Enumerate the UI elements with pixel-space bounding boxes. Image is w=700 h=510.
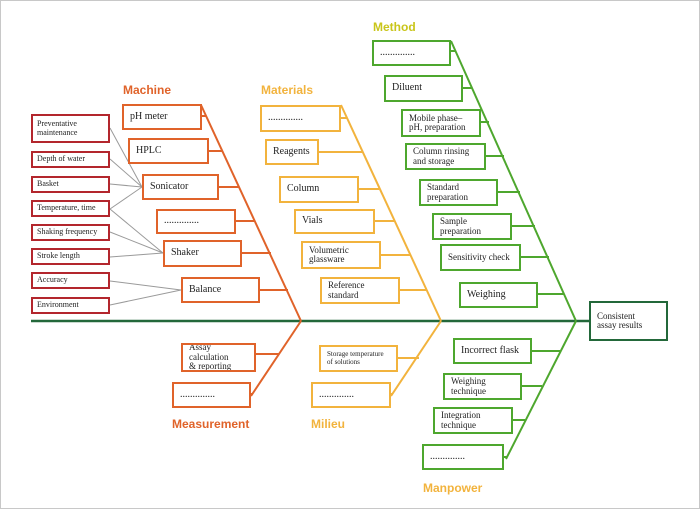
subcause-accuracy: Accuracy <box>31 272 110 289</box>
manpower-item-placeholder: .............. <box>422 444 504 470</box>
materials-bone <box>340 104 442 322</box>
subcause-temperature-time: Temperature, time <box>31 200 110 217</box>
machine-item-balance: Balance <box>181 277 260 303</box>
method-item-column-rinsing: Column rinsing and storage <box>405 143 486 170</box>
materials-item-placeholder: .............. <box>260 105 341 132</box>
method-item-sample-preparation: Sample preparation <box>432 213 512 240</box>
materials-item-reagents: Reagents <box>265 139 319 165</box>
category-method: Method <box>373 20 416 34</box>
milieu-item-placeholder: .............. <box>311 382 391 408</box>
subcause-stroke-length: Stroke length <box>31 248 110 265</box>
category-machine: Machine <box>123 83 172 97</box>
machine-item-ph-meter: pH meter <box>122 104 202 130</box>
machine-bone <box>200 104 302 322</box>
materials-item-column: Column <box>279 176 359 203</box>
machine-item-placeholder: .............. <box>156 209 236 234</box>
machine-item-hplc: HPLC <box>128 138 209 164</box>
measurement-item-placeholder: .............. <box>172 382 251 408</box>
method-item-mobile-phase: Mobile phase– pH, preparation <box>401 109 481 137</box>
subcause-shaking-frequency: Shaking frequency <box>31 224 110 241</box>
method-item-diluent: Diluent <box>384 75 463 102</box>
category-milieu: Milieu <box>311 417 346 431</box>
subcause-preventative-maintenance: Preventative maintenance <box>31 114 110 143</box>
manpower-bone <box>505 320 577 460</box>
category-materials: Materials <box>261 83 314 97</box>
category-measurement: Measurement <box>172 417 250 431</box>
manpower-item-integration-technique: Integration technique <box>433 407 513 434</box>
materials-item-volumetric-glassware: Volumetric glassware <box>301 241 381 269</box>
manpower-item-weighing-technique: Weighing technique <box>443 373 522 400</box>
manpower-item-incorrect-flask: Incorrect flask <box>453 338 532 364</box>
subcause-basket: Basket <box>31 176 110 193</box>
materials-item-reference-standard: Reference standard <box>320 277 400 304</box>
method-item-weighing: Weighing <box>459 282 538 308</box>
measurement-bone <box>250 320 302 397</box>
machine-item-sonicator: Sonicator <box>142 174 219 200</box>
method-item-standard-preparation: Standard preparation <box>419 179 498 206</box>
method-item-placeholder: .............. <box>372 40 451 66</box>
method-item-sensitivity-check: Sensitivity check <box>440 244 521 271</box>
category-manpower: Manpower <box>423 481 483 495</box>
subcause-depth-of-water: Depth of water <box>31 151 110 168</box>
materials-item-vials: Vials <box>294 209 375 234</box>
machine-item-shaker: Shaker <box>163 240 242 267</box>
measurement-item-assay-calculation: Assay calculation & reporting <box>181 343 256 372</box>
subcause-environment: Environment <box>31 297 110 314</box>
effect-box: Consistent assay results <box>589 301 668 341</box>
milieu-item-storage-temperature: Storage temperature of solutions <box>319 345 398 372</box>
